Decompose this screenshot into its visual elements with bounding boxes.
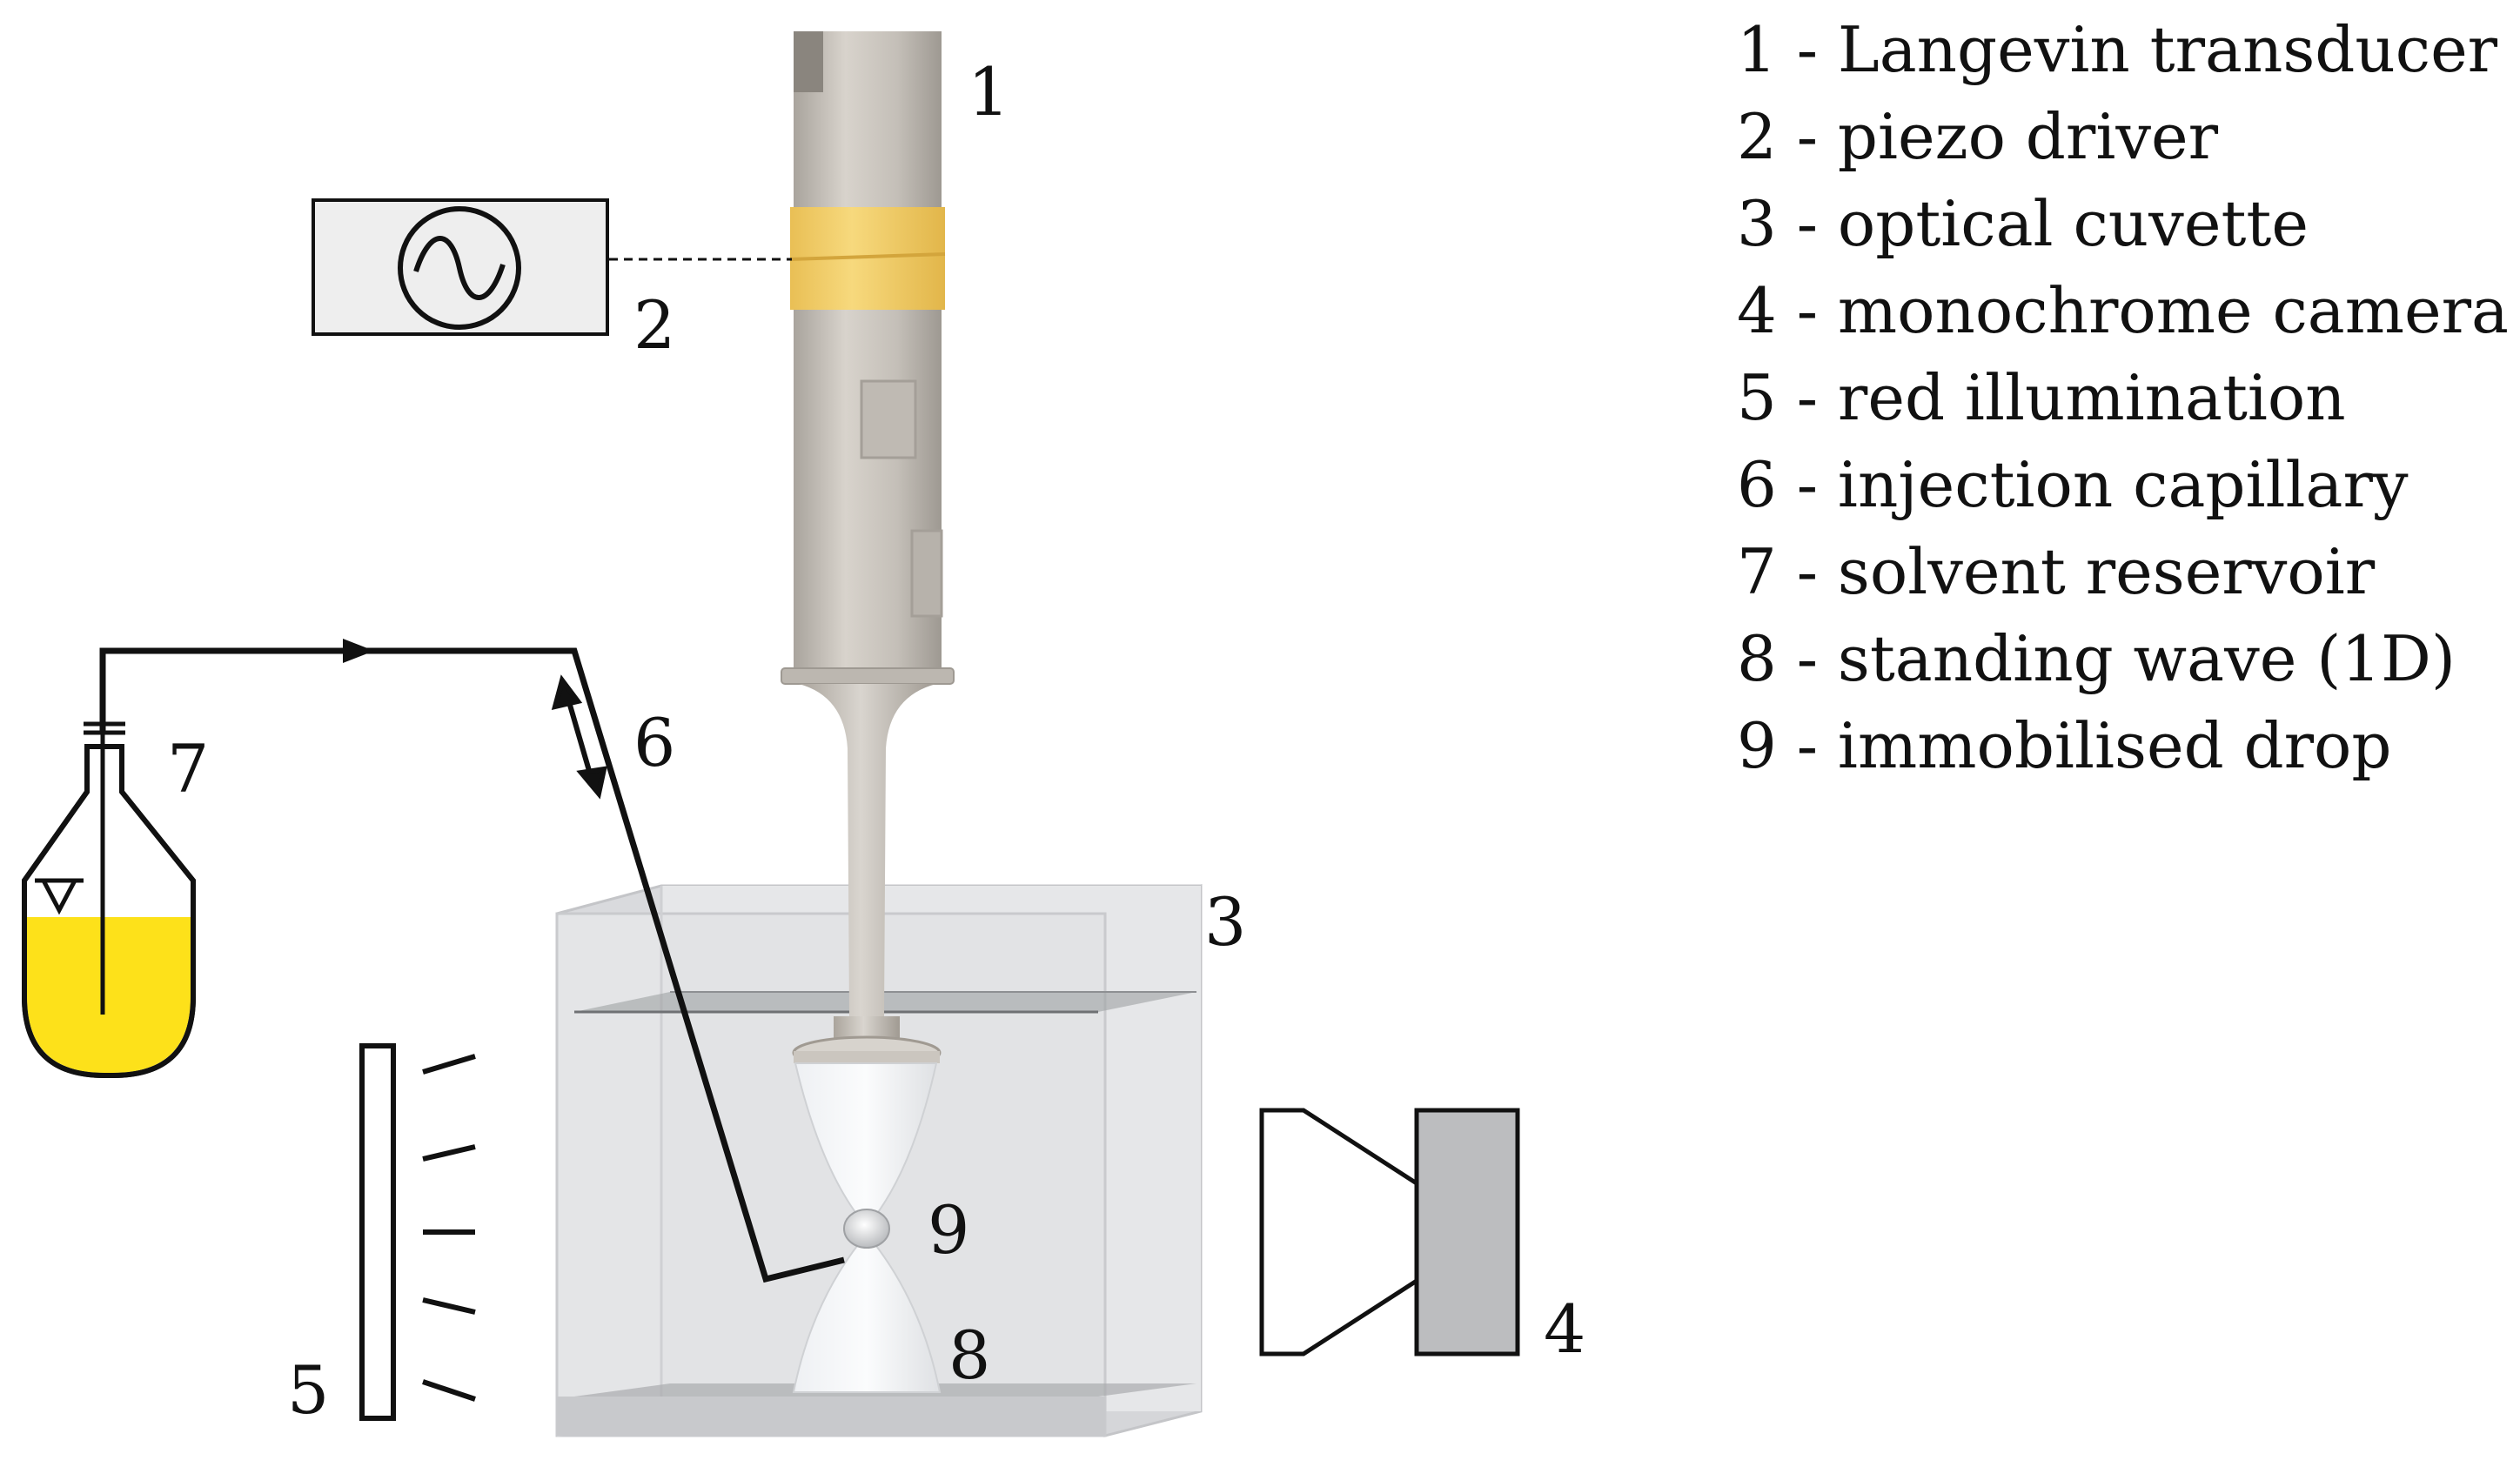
immobilised-drop	[843, 1209, 890, 1249]
label-7: 7	[167, 730, 209, 807]
legend-item-6: 6 - injection capillary	[1737, 448, 2409, 521]
langevin-transducer	[781, 31, 955, 1070]
piezo-driver	[312, 198, 792, 336]
legend-item-9: 9 - immobilised drop	[1737, 709, 2391, 782]
legend-item-5: 5 - red illumination	[1737, 361, 2346, 434]
red-illumination	[359, 1043, 476, 1421]
legend-item-1: 1 - Langevin transducer	[1737, 13, 2498, 86]
label-9: 9	[928, 1191, 969, 1269]
label-4: 4	[1544, 1290, 1585, 1368]
flow-arrow-icon	[343, 639, 374, 663]
label-6: 6	[633, 704, 675, 781]
legend-item-2: 2 - piezo driver	[1737, 100, 2219, 173]
sine-wave-icon	[398, 206, 521, 330]
legend: 1 - Langevin transducer 2 - piezo driver…	[1737, 13, 2509, 782]
label-2: 2	[633, 286, 675, 364]
fill-level-triangle-icon	[35, 878, 84, 915]
legend-item-4: 4 - monochrome camera	[1737, 274, 2509, 347]
legend-item-8: 8 - standing wave (1D)	[1737, 622, 2456, 695]
monochrome-camera	[1259, 1108, 1520, 1356]
label-1: 1	[968, 53, 1009, 131]
label-3: 3	[1204, 883, 1246, 961]
legend-item-7: 7 - solvent reservoir	[1737, 535, 2376, 608]
injection-capillary	[99, 647, 845, 1283]
label-5: 5	[287, 1351, 329, 1429]
double-arrow-icon	[551, 674, 607, 800]
legend-item-3: 3 - optical cuvette	[1737, 187, 2309, 260]
label-8: 8	[948, 1316, 990, 1394]
solvent-reservoir	[22, 721, 196, 1078]
